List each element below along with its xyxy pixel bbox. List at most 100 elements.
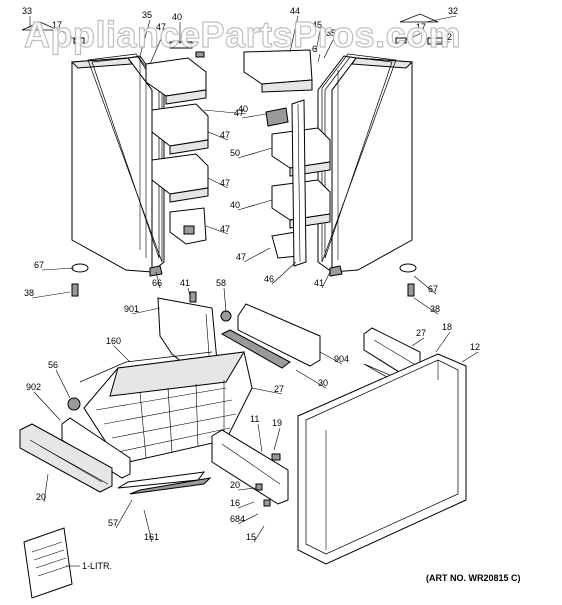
callout-leader-line: [461, 351, 479, 363]
callout-number: 904: [334, 354, 349, 364]
callout-leader-line: [31, 291, 71, 299]
callout-leader-line: [43, 473, 49, 503]
callout-number: 6: [312, 44, 317, 54]
left-hinge: [71, 263, 163, 297]
drawer-front-trim: [117, 471, 212, 495]
callout-number: 17: [52, 20, 62, 30]
callout-number: 11: [250, 414, 259, 424]
callout-leader-line: [319, 351, 343, 365]
drawer-knob: [189, 291, 232, 322]
callout-number: 50: [230, 148, 240, 158]
left-door: [70, 55, 165, 274]
callout-leader-line: [273, 427, 281, 451]
callout-number: 42: [442, 32, 452, 42]
callout-number: 67: [428, 284, 438, 294]
callout-number: 40: [238, 104, 248, 114]
callout-leader-line: [187, 287, 191, 297]
callout-number: 40: [230, 200, 240, 210]
callout-number: 40: [172, 12, 182, 22]
callout-leader-line: [295, 369, 327, 389]
callout-number: 32: [448, 6, 458, 16]
callout-leader-line: [59, 29, 77, 41]
callout-number: 30: [318, 378, 328, 388]
callout-leader-line: [315, 29, 321, 53]
callout-number: 902: [26, 382, 41, 392]
callout-leader-line: [251, 387, 283, 395]
callout-leader-line: [207, 131, 229, 141]
callout-leader-line: [237, 487, 257, 491]
right-door: [317, 55, 414, 273]
callout-leader-line: [243, 247, 271, 263]
callout-leader-line: [237, 147, 273, 159]
literature-label: 1-LITR.: [82, 561, 113, 571]
callout-labels: 3317635474044453561732424740474747504047…: [22, 6, 480, 543]
callout-leader-line: [323, 37, 335, 59]
right-hinge: [329, 263, 417, 297]
right-door-bins: [243, 49, 331, 259]
callout-number: 15: [246, 532, 256, 542]
callout-number: 161: [144, 532, 159, 542]
callout-number: 66: [152, 278, 162, 288]
callout-leader-line: [321, 271, 331, 289]
callout-number: 684: [230, 514, 245, 524]
callout-leader-line: [149, 31, 165, 65]
drawer-slide-rail-upper: [220, 303, 321, 369]
freezer-door-panel: [297, 353, 467, 565]
callout-number: 20: [36, 492, 46, 502]
callout-number: 12: [470, 342, 480, 352]
center-mullion-bar: [291, 99, 307, 267]
callout-number: 16: [230, 498, 240, 508]
left-door-bins: [145, 57, 209, 245]
callout-number: 57: [108, 518, 118, 528]
callout-leader-line: [257, 423, 263, 453]
callout-number: 27: [274, 384, 284, 394]
callout-number: 27: [416, 328, 426, 338]
callout-leader-line: [207, 177, 229, 189]
callout-leader-line: [139, 19, 151, 57]
callout-number: 46: [264, 274, 274, 284]
callout-number: 20: [230, 480, 240, 490]
freezer-basket: [83, 351, 253, 465]
callout-leader-line: [435, 331, 451, 353]
callout-leader-line: [405, 31, 425, 41]
callout-number: 35: [326, 28, 336, 38]
callout-leader-line: [41, 267, 75, 271]
callout-leader-line: [115, 499, 133, 529]
callout-leader-line: [411, 337, 425, 347]
callout-number: 47: [156, 22, 166, 32]
callout-leader-line: [131, 307, 161, 315]
callout-number: 38: [430, 304, 440, 314]
top-right-hinge-parts: [395, 13, 443, 45]
callout-number: 38: [24, 288, 34, 298]
callout-number: 17: [416, 22, 426, 32]
callout-number: 18: [442, 322, 452, 332]
callout-leader-line: [143, 509, 153, 543]
callout-number: 47: [236, 252, 246, 262]
art-number: (ART NO. WR20815 C): [426, 573, 521, 583]
callout-number: 19: [272, 418, 282, 428]
callout-leader-line: [237, 199, 273, 211]
callout-leader-line: [237, 501, 255, 509]
right-slide-rail: [211, 429, 289, 507]
callout-leader-line: [289, 15, 299, 53]
callout-number: 6: [66, 34, 71, 44]
callout-number: 35: [142, 10, 152, 20]
callout-leader-line: [55, 369, 71, 399]
callout-number: 67: [34, 260, 44, 270]
callout-number: 44: [290, 6, 300, 16]
callout-leader-line: [413, 275, 437, 295]
callout-number: 47: [220, 178, 230, 188]
callout-leader-line: [241, 113, 267, 119]
callout-number: 45: [312, 20, 322, 30]
callout-leader-line: [113, 345, 131, 363]
top-left-hinge-parts: [21, 21, 205, 58]
callout-number: 901: [124, 304, 139, 314]
callout-leader-line: [73, 41, 77, 45]
callout-leader-line: [155, 271, 161, 289]
callout-number: 58: [216, 278, 226, 288]
callout-number: 160: [106, 336, 121, 346]
literature-booklet: [23, 527, 80, 599]
callout-number: 41: [180, 278, 190, 288]
callout-number: 47: [220, 224, 230, 234]
